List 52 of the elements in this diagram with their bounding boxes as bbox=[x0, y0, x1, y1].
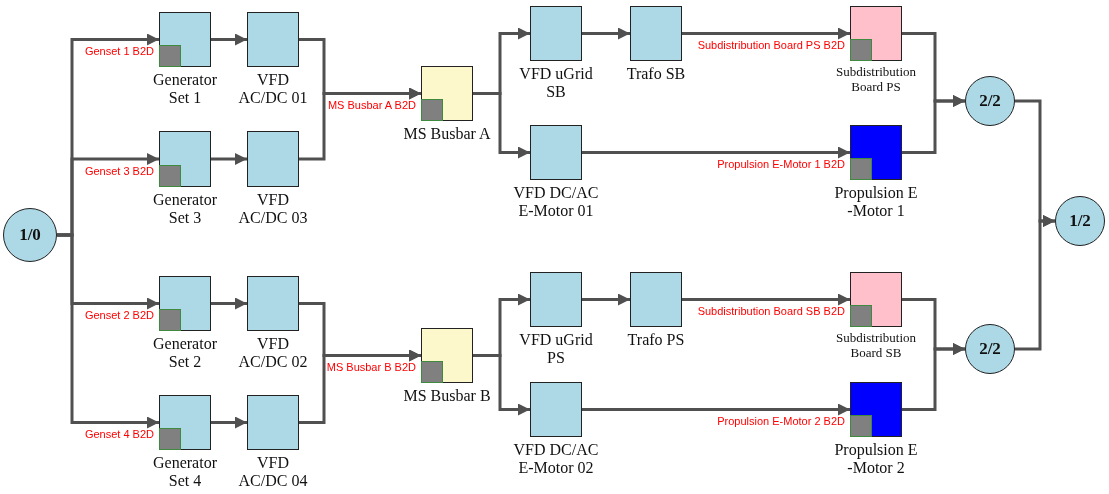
component-label: Subdistribution Board SB bbox=[834, 331, 918, 361]
b2d-label: Subdistribution Board SB B2D bbox=[697, 305, 845, 318]
component-label: MS Busbar B bbox=[402, 387, 492, 406]
arrow bbox=[57, 233, 159, 429]
arrow bbox=[682, 293, 850, 306]
arrow bbox=[299, 87, 421, 161]
arrow bbox=[299, 349, 421, 424]
b2d-label: Genset 1 B2D bbox=[84, 45, 154, 58]
component-label: VFD AC/DC 04 bbox=[237, 454, 309, 491]
component-label: Trafo PS bbox=[626, 331, 686, 350]
arrow bbox=[473, 92, 530, 159]
arrow bbox=[582, 293, 630, 306]
component-label: Propulsion E -Motor 2 bbox=[833, 441, 919, 478]
b2d-label: Genset 4 B2D bbox=[84, 428, 154, 441]
component-label: Trafo SB bbox=[625, 65, 687, 84]
arrow bbox=[682, 27, 850, 40]
component-label: VFD DC/AC E-Motor 01 bbox=[513, 184, 599, 221]
arrow bbox=[211, 416, 247, 429]
vote-label: 2/2 bbox=[979, 91, 1001, 111]
arrow bbox=[473, 354, 530, 416]
b2d-label: Propulsion E-Motor 1 B2D bbox=[717, 158, 845, 171]
b2d-label: Subdistribution Board PS B2D bbox=[697, 39, 845, 52]
b2d-label: Propulsion E-Motor 2 B2D bbox=[717, 415, 845, 428]
b2d-label: Genset 2 B2D bbox=[84, 309, 154, 322]
component-label: VFD AC/DC 02 bbox=[237, 335, 309, 372]
component-label: VFD uGrid SB bbox=[518, 65, 594, 102]
component-label: VFD uGrid PS bbox=[518, 331, 594, 368]
vote-label: 1/0 bbox=[19, 225, 41, 245]
b2d-label: MS Busbar B B2D bbox=[326, 361, 416, 374]
b2d-label: MS Busbar A B2D bbox=[327, 99, 416, 112]
arrow bbox=[902, 95, 965, 154]
arrow bbox=[211, 297, 247, 310]
arrow bbox=[582, 146, 850, 159]
b2d-label: Genset 3 B2D bbox=[84, 165, 154, 178]
component-label: VFD DC/AC E-Motor 02 bbox=[513, 441, 599, 478]
arrow bbox=[902, 343, 965, 411]
component-label: Generator Set 4 bbox=[152, 454, 218, 491]
vote-label: 1/2 bbox=[1069, 211, 1091, 231]
component-label: Generator Set 2 bbox=[152, 335, 218, 372]
arrow bbox=[582, 27, 630, 40]
arrow bbox=[582, 403, 850, 416]
component-label: Generator Set 1 bbox=[152, 71, 218, 108]
arrow bbox=[211, 153, 247, 165]
component-label: Subdistribution Board PS bbox=[834, 65, 918, 95]
component-label: VFD AC/DC 03 bbox=[237, 191, 309, 228]
arrow bbox=[1015, 215, 1055, 351]
vote-label: 2/2 bbox=[979, 339, 1001, 359]
component-label: VFD AC/DC 01 bbox=[237, 71, 309, 108]
component-label: MS Busbar A bbox=[402, 125, 492, 144]
arrow bbox=[211, 33, 247, 46]
component-label: Generator Set 3 bbox=[152, 191, 218, 228]
component-label: Propulsion E -Motor 1 bbox=[833, 184, 919, 221]
